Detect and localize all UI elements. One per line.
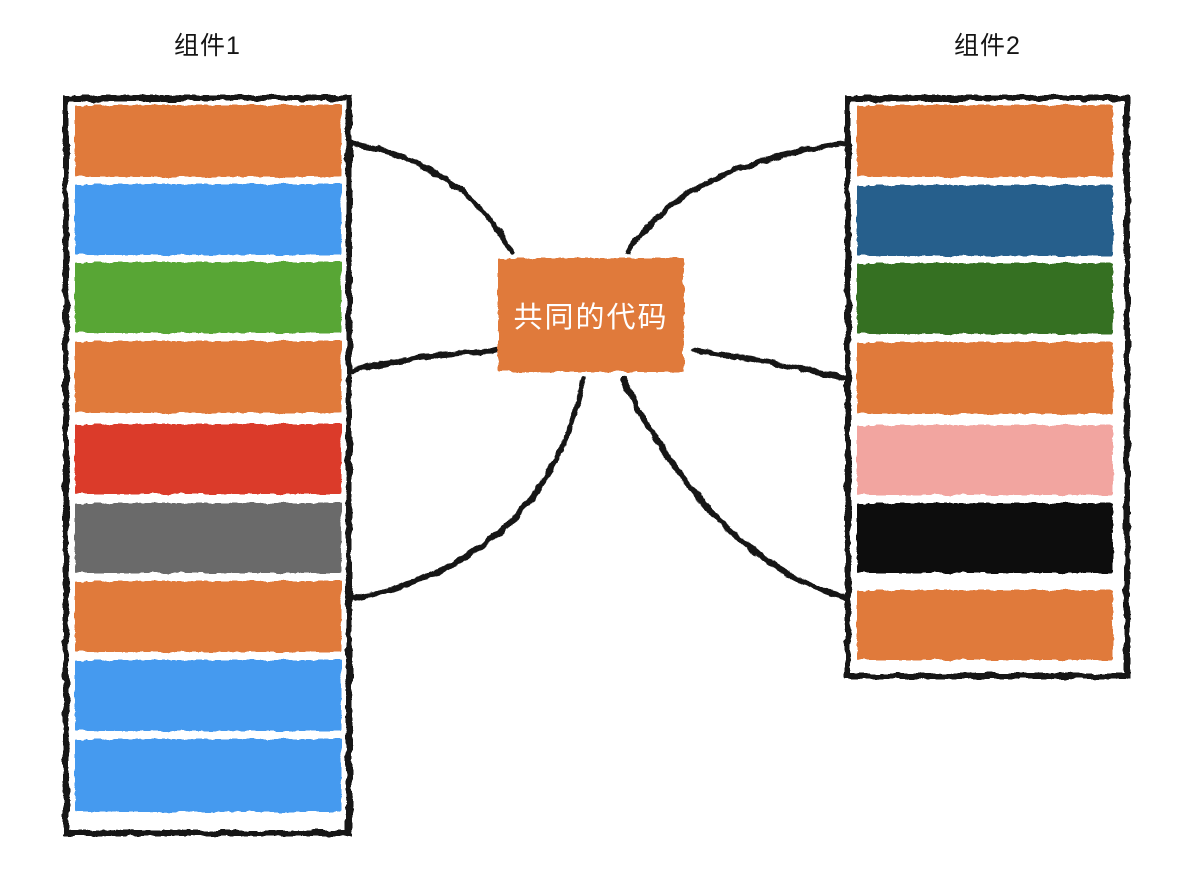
left-panel-title: 组件1 xyxy=(174,32,241,60)
connection-left-bar-1-to-center-box xyxy=(349,140,515,255)
connection-right-bar-1-to-center-box xyxy=(625,140,851,255)
left-bar-7 xyxy=(75,581,341,652)
right-panel-title: 组件2 xyxy=(954,32,1021,60)
right-bar-1 xyxy=(857,105,1113,177)
left-bar-6 xyxy=(75,503,341,573)
connection-right-bar-7-to-center-box xyxy=(620,376,849,601)
right-bar-4 xyxy=(857,342,1113,414)
right-panel-border xyxy=(845,95,1130,679)
right-bar-3 xyxy=(857,263,1113,334)
connection-left-bar-4-to-center-box xyxy=(349,348,502,374)
right-bar-6 xyxy=(857,503,1113,573)
right-bar-7 xyxy=(857,590,1113,660)
left-bar-4 xyxy=(75,341,341,413)
left-bar-9 xyxy=(75,739,341,812)
right-bar-2 xyxy=(857,185,1113,256)
left-bar-8 xyxy=(75,660,341,731)
center-box-label: 共同的代码 xyxy=(513,302,669,334)
left-bar-2 xyxy=(75,184,341,255)
connection-left-bar-7-to-center-box xyxy=(351,376,586,601)
left-bar-5 xyxy=(75,424,341,494)
connection-right-bar-4-to-center-box xyxy=(691,347,849,381)
center-box xyxy=(498,258,684,372)
left-bar-3 xyxy=(75,262,341,333)
left-bar-1 xyxy=(75,105,341,177)
left-panel-border xyxy=(63,95,352,836)
right-bar-5 xyxy=(857,425,1113,495)
